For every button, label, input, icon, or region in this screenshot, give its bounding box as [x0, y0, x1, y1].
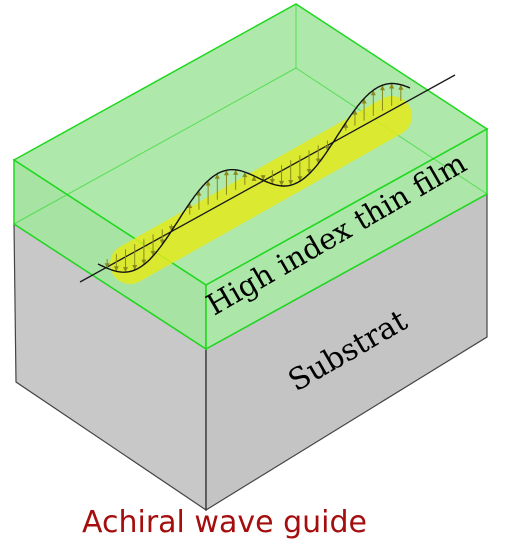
field-arrow-head: [242, 172, 248, 178]
field-arrow-head: [306, 168, 312, 174]
field-arrow-head: [260, 175, 266, 181]
field-arrow-head: [196, 190, 202, 196]
field-arrow-head: [214, 173, 220, 179]
field-arrow-head: [324, 145, 330, 151]
light-beam: [110, 96, 412, 284]
field-arrow-head: [251, 175, 257, 181]
field-arrow-head: [279, 180, 285, 186]
field-arrow-head: [389, 83, 395, 89]
field-arrow-head: [361, 98, 367, 104]
field-arrow-head: [343, 122, 349, 128]
field-arrow-head: [141, 259, 147, 265]
field-arrow-head: [159, 239, 165, 245]
field-arrow-head: [132, 265, 138, 271]
field-arrow-head: [150, 250, 156, 256]
field-arrow-head: [104, 263, 110, 269]
field-arrow-head: [233, 169, 239, 175]
field-arrow-head: [269, 179, 275, 185]
field-arrow-head: [297, 176, 303, 182]
field-arrow-head: [205, 180, 211, 186]
field-arrow-head: [168, 226, 174, 232]
thin-film-block: [12, 3, 489, 351]
field-arrow-head: [113, 266, 119, 272]
field-arrow-head: [123, 267, 129, 273]
caption: Achiral wave guide: [82, 505, 367, 540]
wave-field-arrows: [104, 83, 404, 273]
field-arrow-head: [315, 158, 321, 164]
field-arrow-head: [223, 170, 229, 176]
field-arrow-head: [379, 85, 385, 91]
field-arrow-head: [352, 109, 358, 115]
propagation-axis: [79, 74, 456, 283]
field-arrow-head: [398, 84, 404, 90]
field-arrow-head: [187, 202, 193, 208]
field-arrow-head: [370, 90, 376, 96]
sine-wave-curve: [97, 82, 411, 273]
field-arrow-head: [288, 180, 294, 186]
